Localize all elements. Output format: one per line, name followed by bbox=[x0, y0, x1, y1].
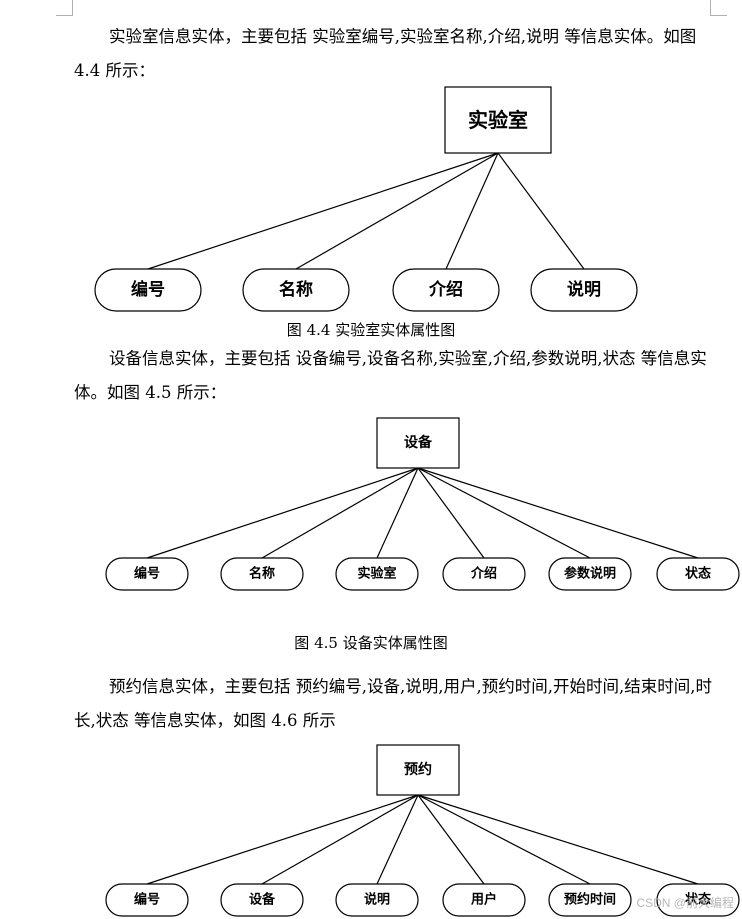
attribute-ellipse bbox=[656, 557, 740, 591]
page-corner-right bbox=[710, 0, 711, 16]
attribute-ellipse bbox=[105, 557, 189, 591]
attribute-ellipse bbox=[105, 883, 189, 917]
device-entity-diagram: 设备编号 名称 实验室 介绍 参数说明 状态 bbox=[105, 417, 740, 591]
attribute-ellipse bbox=[335, 883, 419, 917]
connector-line bbox=[417, 467, 591, 559]
connector-line bbox=[445, 152, 499, 270]
connector-line bbox=[417, 794, 699, 885]
attribute-ellipse bbox=[548, 557, 632, 591]
attribute-ellipse bbox=[392, 268, 500, 312]
entity-box bbox=[444, 86, 552, 154]
connector-line bbox=[295, 152, 499, 270]
page-corner-right-h bbox=[710, 15, 727, 16]
attribute-label: 预约时间 bbox=[564, 892, 616, 908]
connector-line bbox=[497, 152, 585, 270]
entity-box bbox=[376, 744, 460, 796]
attribute-ellipse bbox=[530, 268, 638, 312]
csdn-watermark: CSDN @前大编程 bbox=[636, 896, 734, 910]
page-corner-left bbox=[72, 0, 73, 16]
attribute-label: 参数说明 bbox=[564, 566, 616, 582]
attribute-ellipse bbox=[220, 557, 304, 591]
connector-line bbox=[261, 794, 419, 885]
figure-caption-4-5: 图 4.5 设备实体属性图 bbox=[294, 634, 448, 652]
connector-line bbox=[417, 794, 485, 885]
attribute-label: 编号 bbox=[134, 566, 160, 582]
connector-line bbox=[261, 467, 419, 559]
attribute-ellipse bbox=[335, 557, 419, 591]
connector-line bbox=[417, 467, 485, 559]
attribute-label: 名称 bbox=[249, 566, 275, 582]
attribute-ellipse bbox=[442, 557, 526, 591]
page-corner-left-h bbox=[56, 15, 73, 16]
attribute-label: 介绍 bbox=[428, 279, 463, 300]
connector-line bbox=[146, 794, 419, 885]
attribute-label: 实验室 bbox=[357, 566, 396, 582]
attribute-ellipse bbox=[94, 268, 202, 312]
entity-label: 实验室 bbox=[468, 108, 528, 132]
entity-label: 预约 bbox=[404, 761, 432, 778]
attribute-label: 设备 bbox=[249, 892, 276, 908]
attribute-label: 状态 bbox=[685, 892, 711, 908]
attribute-label: 说明 bbox=[567, 279, 601, 300]
attribute-label: 介绍 bbox=[470, 566, 497, 582]
connector-line bbox=[147, 152, 499, 270]
figure-caption-4-4: 图 4.4 实验室实体属性图 bbox=[286, 321, 456, 339]
entity-label: 设备 bbox=[404, 434, 433, 451]
connector-line bbox=[376, 794, 419, 885]
entity-box bbox=[376, 417, 460, 469]
attribute-ellipse bbox=[548, 883, 632, 917]
connector-line bbox=[146, 467, 419, 559]
connector-line bbox=[376, 467, 419, 559]
attribute-label: 用户 bbox=[470, 892, 497, 908]
attribute-label: 状态 bbox=[685, 566, 711, 582]
lab-entity-diagram: 实验室编号 名称 介绍 说明 bbox=[94, 86, 638, 312]
paragraph-lab-entity: 实验室信息实体，主要包括 实验室编号,实验室名称,介绍,说明 等信息实体。如图 … bbox=[74, 27, 697, 80]
attribute-label: 名称 bbox=[279, 279, 313, 300]
paragraph-booking-entity: 预约信息实体，主要包括 预约编号,设备,说明,用户,预约时间,开始时间,结束时间… bbox=[74, 677, 712, 730]
attribute-ellipse bbox=[242, 268, 350, 312]
attribute-ellipse bbox=[220, 883, 304, 917]
attribute-label: 编号 bbox=[134, 892, 160, 908]
attribute-ellipse bbox=[656, 883, 740, 917]
attribute-label: 编号 bbox=[131, 279, 165, 300]
connector-line bbox=[417, 467, 699, 559]
attribute-ellipse bbox=[442, 883, 526, 917]
connector-line bbox=[417, 794, 591, 885]
paragraph-device-entity: 设备信息实体，主要包括 设备编号,设备名称,实验室,介绍,参数说明,状态 等信息… bbox=[74, 349, 707, 402]
attribute-label: 说明 bbox=[364, 892, 390, 908]
